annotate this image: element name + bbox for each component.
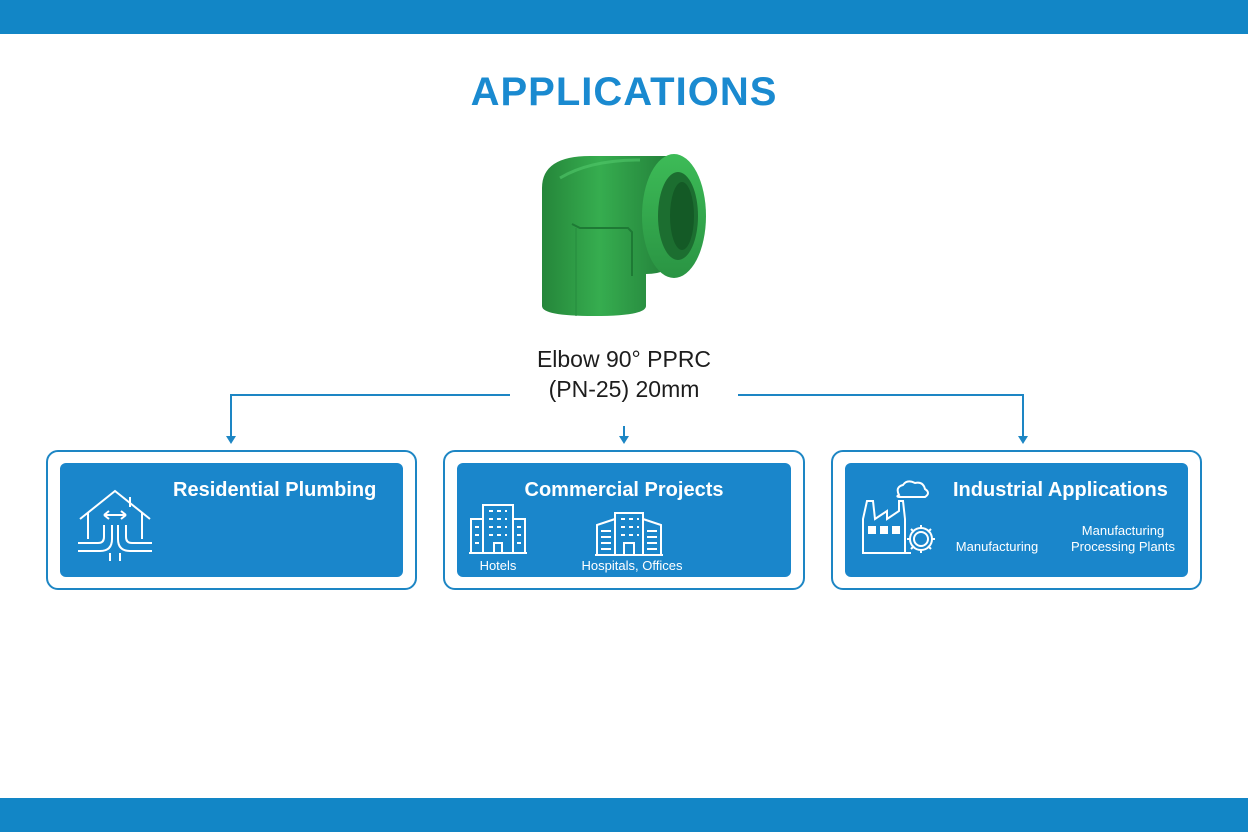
office-building-icon [593, 509, 665, 557]
card-residential-panel: Residential Plumbing [60, 463, 403, 577]
card-title: Residential Plumbing [173, 479, 377, 501]
hotel-building-icon [467, 501, 529, 555]
card-commercial-panel: Commercial Projects Hotels [457, 463, 791, 577]
arrow-left [226, 436, 236, 444]
house-plumbing-icon [74, 485, 156, 563]
card-title: Industrial Applications [953, 479, 1168, 501]
top-banner [0, 0, 1248, 34]
factory-gear-icon [859, 479, 939, 557]
elbow-fitting-image [520, 148, 720, 328]
card-industrial-applications: Industrial Applications Manufacturing Ma… [831, 450, 1202, 590]
card-industrial-panel: Industrial Applications Manufacturing Ma… [845, 463, 1188, 577]
product-name: Elbow 90° PPRC (PN-25) 20mm [424, 344, 824, 404]
card-title: Commercial Projects [524, 479, 724, 501]
card-label-manufacturing-2: Manufacturing [1081, 523, 1165, 538]
card-label-hospitals-offices: Hospitals, Offices [581, 558, 683, 573]
arrow-right [1018, 436, 1028, 444]
card-label-processing-plants: Processing Plants [1070, 539, 1176, 554]
product-name-line1: Elbow 90° PPRC [536, 346, 712, 372]
card-label-hotels: Hotels [479, 558, 517, 573]
card-commercial-projects: Commercial Projects Hotels [443, 450, 805, 590]
product-name-line2: (PN-25) 20mm [548, 376, 700, 402]
arrow-center [619, 436, 629, 444]
page-title: APPLICATIONS [470, 70, 778, 114]
card-label-manufacturing: Manufacturing [955, 539, 1039, 554]
card-residential-plumbing: Residential Plumbing [46, 450, 417, 590]
bottom-banner [0, 798, 1248, 832]
